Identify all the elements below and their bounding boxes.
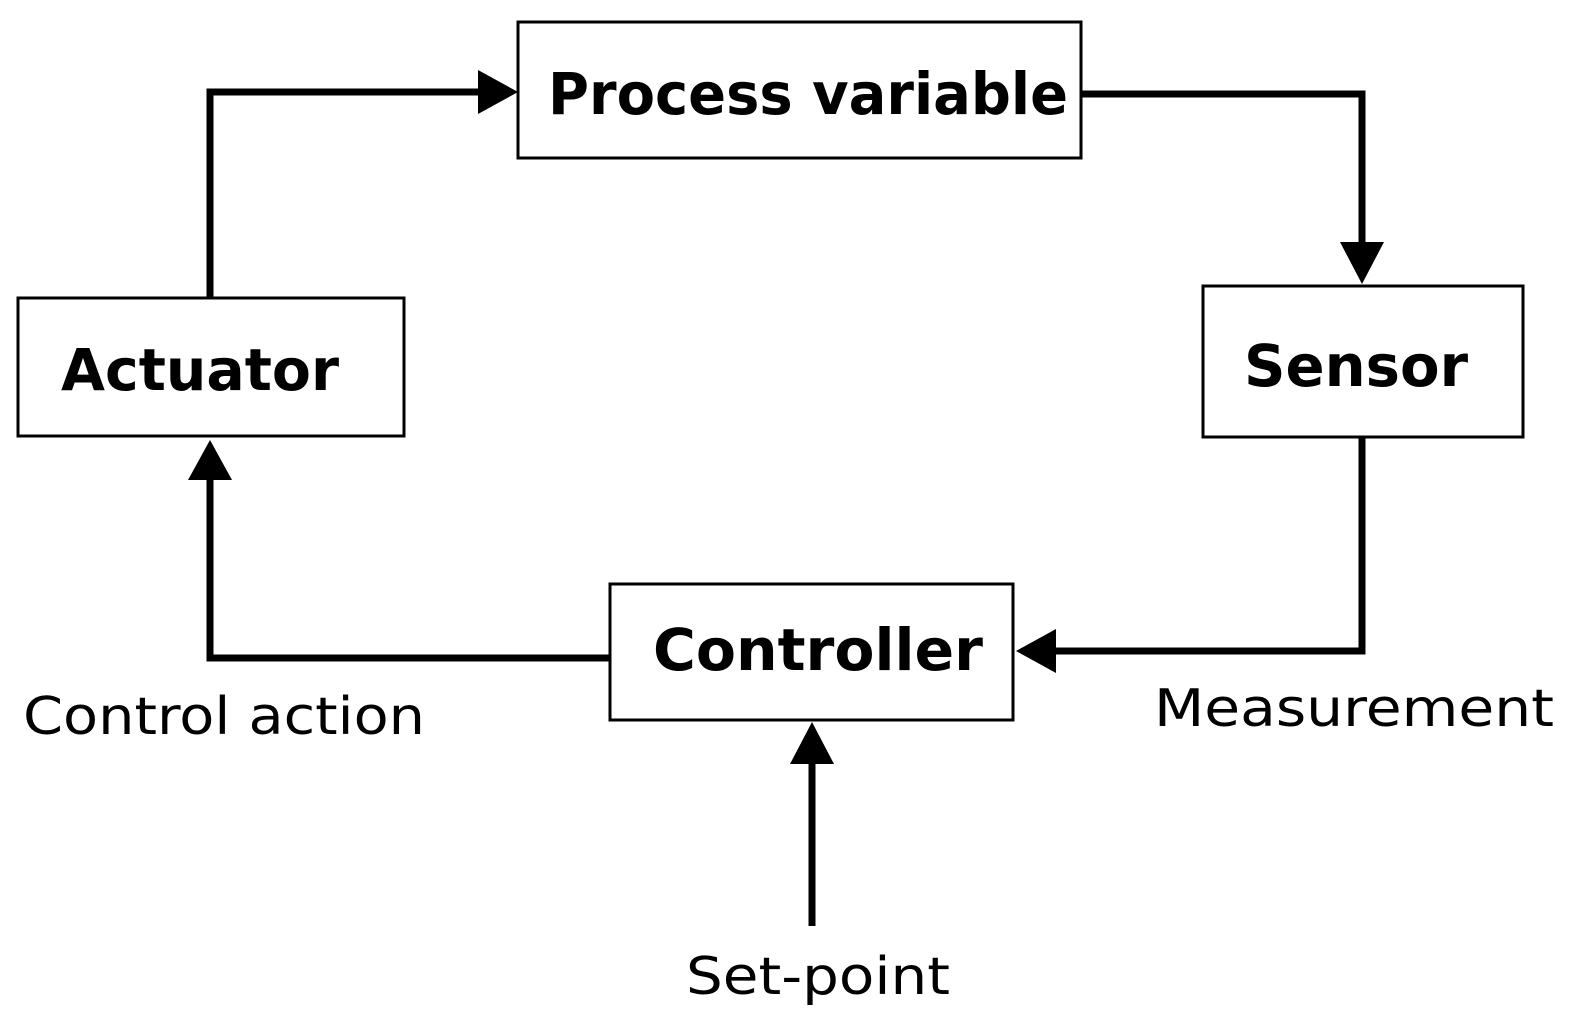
arrowhead-into-process <box>478 70 518 114</box>
sensor-box <box>1201 284 1525 439</box>
measurement-label: Measurement <box>1154 679 1554 739</box>
process-variable-box <box>516 20 1083 160</box>
sensor-label: Sensor <box>1244 332 1468 400</box>
arrowhead-into-actuator <box>188 440 232 480</box>
set-point-label: Set-point <box>686 947 950 1007</box>
actuator-box <box>16 296 406 438</box>
block-sensor: Sensor <box>1201 284 1525 439</box>
arrowhead-into-controller-bottom <box>790 722 834 764</box>
actuator-label: Actuator <box>61 336 339 404</box>
controller-box <box>608 582 1015 722</box>
block-controller: Controller <box>608 582 1015 722</box>
arrowhead-into-controller-right <box>1016 629 1056 673</box>
block-process-variable: Process variable <box>516 20 1083 160</box>
arrow-sensor-to-controller <box>1054 437 1366 655</box>
arrowhead-into-sensor <box>1340 242 1384 284</box>
controller-label: Controller <box>653 616 983 684</box>
arrow-controller-to-actuator <box>206 478 610 662</box>
arrow-actuator-to-process <box>206 88 480 298</box>
block-actuator: Actuator <box>16 296 406 438</box>
control-action-label: Control action <box>23 687 425 747</box>
connectors <box>188 70 1384 926</box>
process-variable-label: Process variable <box>548 60 1068 128</box>
arrow-process-to-sensor <box>1082 90 1366 246</box>
